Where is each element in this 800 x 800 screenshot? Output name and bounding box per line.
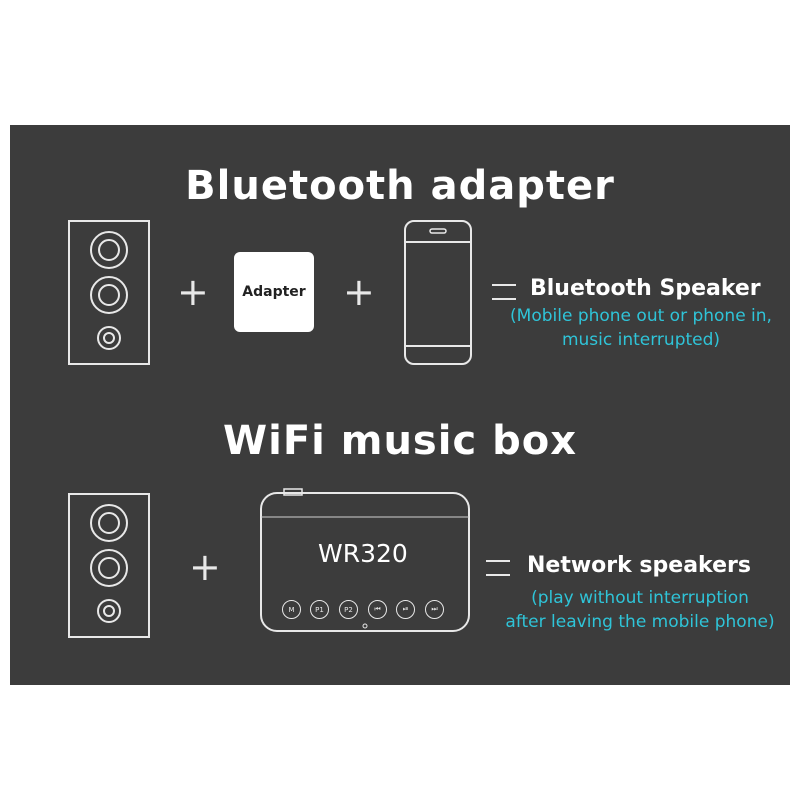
network-note-line2: after leaving the mobile phone) — [505, 612, 775, 632]
preset-1-button-label: P1 — [315, 605, 324, 614]
previous-icon: ⏮ — [374, 605, 381, 613]
wr320-device — [260, 488, 470, 632]
mode-button-label: M — [288, 605, 295, 614]
speaker-icon — [68, 220, 150, 365]
bluetooth-note-line2: music interrupted) — [561, 330, 721, 350]
preset-2-button[interactable]: P2 — [339, 600, 358, 619]
equals-icon — [486, 560, 510, 576]
bluetooth-adapter-title: Bluetooth adapter — [185, 163, 615, 209]
mode-button[interactable]: M — [282, 600, 301, 619]
plus-icon: + — [177, 270, 209, 314]
wifi-music-box-title: WiFi music box — [222, 418, 578, 464]
bluetooth-speaker-result: Bluetooth Speaker — [530, 276, 761, 301]
network-note-line1: (play without interruption — [531, 588, 749, 608]
previous-button[interactable]: ⏮ — [368, 600, 387, 619]
preset-2-button-label: P2 — [344, 605, 353, 614]
device-button-row: M P1 P2 ⏮ ⏯ ⏭ — [282, 600, 452, 620]
preset-1-button[interactable]: P1 — [310, 600, 329, 619]
next-icon: ⏭ — [431, 605, 438, 613]
adapter-label: Adapter — [242, 284, 306, 300]
adapter-box: Adapter — [234, 252, 314, 332]
play-pause-icon: ⏯ — [402, 605, 409, 613]
speaker-icon — [68, 493, 150, 638]
plus-icon: + — [343, 270, 375, 314]
equals-icon — [492, 284, 516, 300]
phone-icon — [404, 220, 472, 365]
plus-icon: + — [189, 545, 221, 589]
bluetooth-note-line1: (Mobile phone out or phone in, — [510, 306, 772, 326]
device-model-label: WR320 — [318, 539, 408, 568]
network-speakers-result: Network speakers — [527, 553, 751, 578]
play-pause-button[interactable]: ⏯ — [396, 600, 415, 619]
dark-panel — [10, 125, 790, 685]
next-button[interactable]: ⏭ — [425, 600, 444, 619]
